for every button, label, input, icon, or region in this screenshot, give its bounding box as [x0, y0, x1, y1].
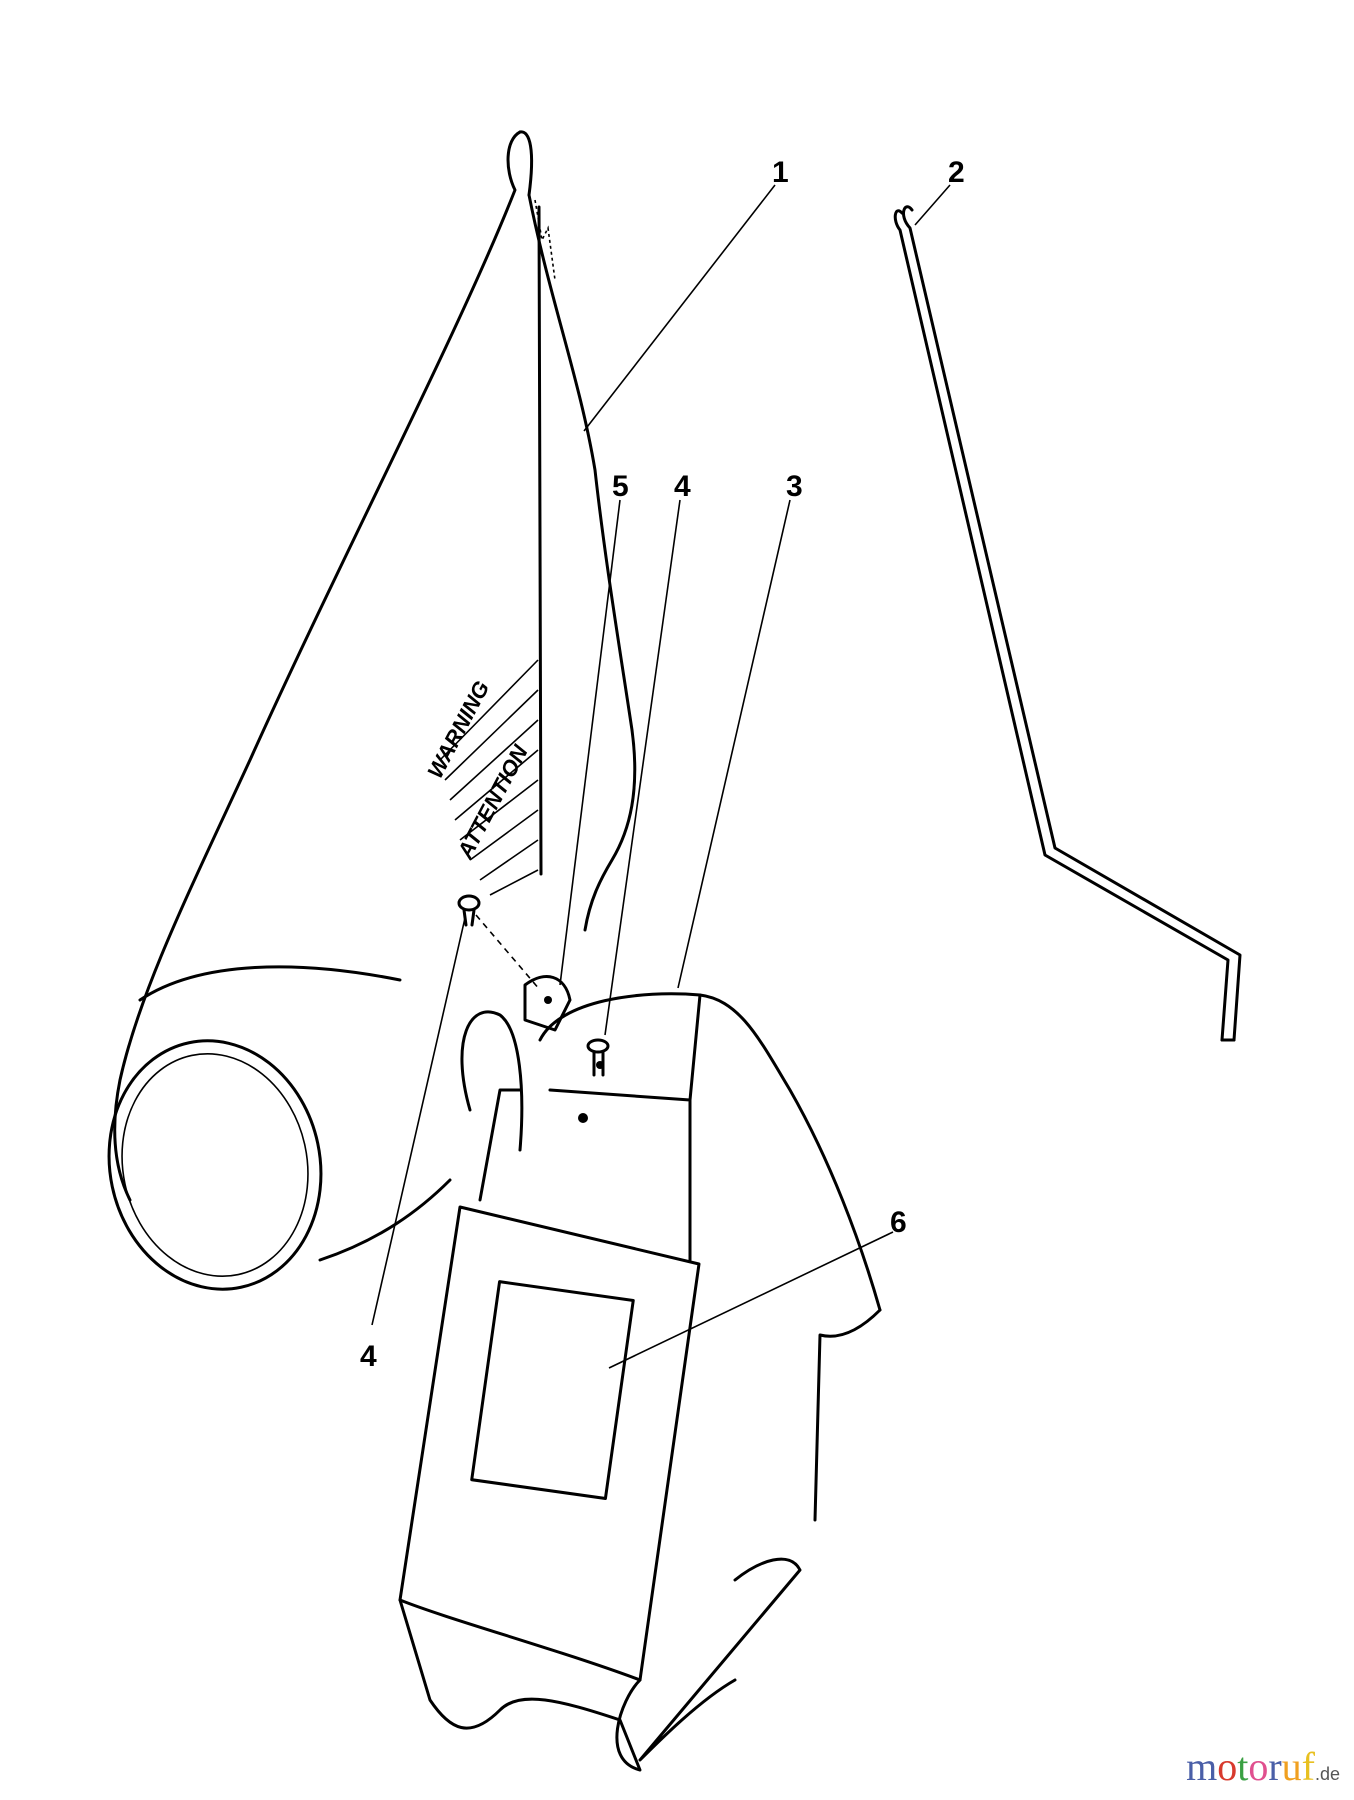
- attention-text: ATTENTION: [452, 740, 533, 863]
- label-decal: [470, 1280, 635, 1500]
- pin-left: [457, 894, 481, 927]
- callout-6: 6: [890, 1206, 907, 1239]
- callout-1: 1: [772, 156, 789, 189]
- callout-4-top: 4: [674, 470, 691, 503]
- warning-decal: WARNING ATTENTION: [422, 659, 539, 896]
- screw-top: [586, 1038, 610, 1077]
- support-rod: [893, 205, 1242, 1042]
- grass-bag: WARNING ATTENTION: [107, 130, 637, 1291]
- chute-assembly: [398, 992, 882, 1772]
- callout-2: 2: [948, 156, 965, 189]
- motoruf-watermark-logo: motoruf.de: [1186, 1744, 1340, 1789]
- callout-5: 5: [612, 470, 629, 503]
- callout-4-bottom: 4: [360, 1340, 377, 1373]
- callout-3: 3: [786, 470, 803, 503]
- leader-lines: [371, 184, 951, 1369]
